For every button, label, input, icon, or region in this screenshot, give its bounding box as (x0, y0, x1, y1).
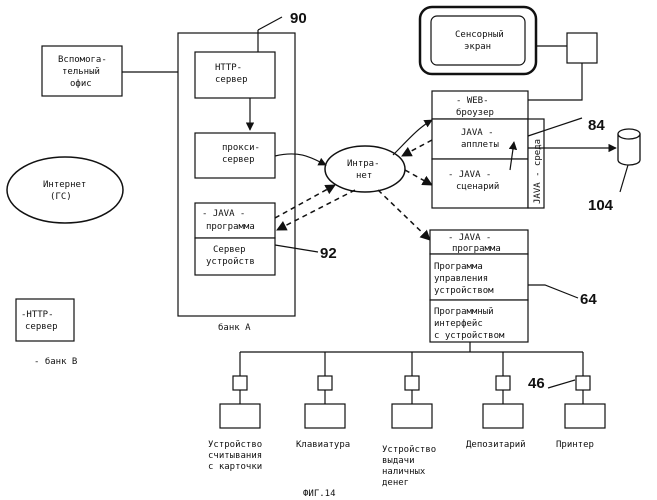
bank-a-label: банк А (218, 322, 251, 333)
controller-to-browser-line (528, 63, 582, 100)
touch-screen: Сенсорный экран (420, 7, 536, 74)
touch-controller-box (567, 33, 597, 63)
java-applets-box: JAVA - апплеты (432, 119, 528, 159)
bank-b-label: - банк В (34, 356, 77, 367)
java-program2-box: - JAVA - программа (430, 230, 528, 254)
ref-46: 46 (528, 375, 545, 392)
ref-64-leader (528, 285, 578, 298)
internet-ellipse: Интернет (ГС) (7, 157, 123, 223)
aux-office-box: Вспомога- тельный офис (42, 46, 122, 96)
database-icon (618, 129, 640, 165)
device-depository-label: Депозитарий (466, 440, 526, 450)
device-server-box: Сервер устройств (195, 238, 275, 275)
bank-b-server-box: -HTTP- сервер (16, 299, 74, 341)
intranet-ellipse: Интра- нет (325, 146, 405, 192)
intranet-to-program2-dashed (378, 190, 430, 240)
intranet-to-script-dashed (405, 170, 432, 185)
device-card-reader: Устройство считывания с карточки (208, 352, 268, 472)
device-card-reader-label: Устройство считывания с карточки (208, 440, 268, 472)
ref-92: 92 (320, 245, 337, 262)
java-program2-label: - JAVA - программа (448, 233, 501, 254)
ref-64: 64 (580, 291, 597, 308)
java-env-label: JAVA - среда (533, 139, 543, 204)
figure-caption: ФИГ.14 (303, 489, 336, 499)
applets-to-intranet-dashed (402, 140, 432, 156)
device-keyboard: Клавиатура (296, 352, 350, 450)
java-script-box: - JAVA - сценарий (432, 159, 528, 208)
ref-104: 104 (588, 197, 614, 214)
device-mgmt-box: Программа управления устройством (430, 254, 528, 300)
proxy-server-box: прокси- сервер (195, 133, 275, 178)
device-printer-label: Принтер (556, 440, 594, 450)
device-interface-box: Программный интерфейс с устройством (430, 300, 528, 342)
device-cash-dispenser-label: Устройство выдачи наличных денег (382, 445, 442, 488)
device-printer: Принтер (556, 352, 605, 450)
ref-84: 84 (588, 117, 605, 134)
http-server-box: HTTP- сервер (195, 52, 275, 98)
device-depository: Депозитарий (466, 352, 526, 450)
web-browser-box: - WEB- броузер (432, 91, 528, 119)
device-keyboard-label: Клавиатура (296, 440, 350, 450)
device-cash-dispenser: Устройство выдачи наличных денег (382, 352, 442, 488)
device-mgmt-label: Программа управления устройством (434, 262, 494, 296)
ref-90: 90 (290, 10, 307, 27)
ref-46-leader (548, 380, 575, 388)
java-program-box: - JAVA - программа (195, 203, 275, 238)
java-env-strip: JAVA - среда (528, 119, 544, 208)
